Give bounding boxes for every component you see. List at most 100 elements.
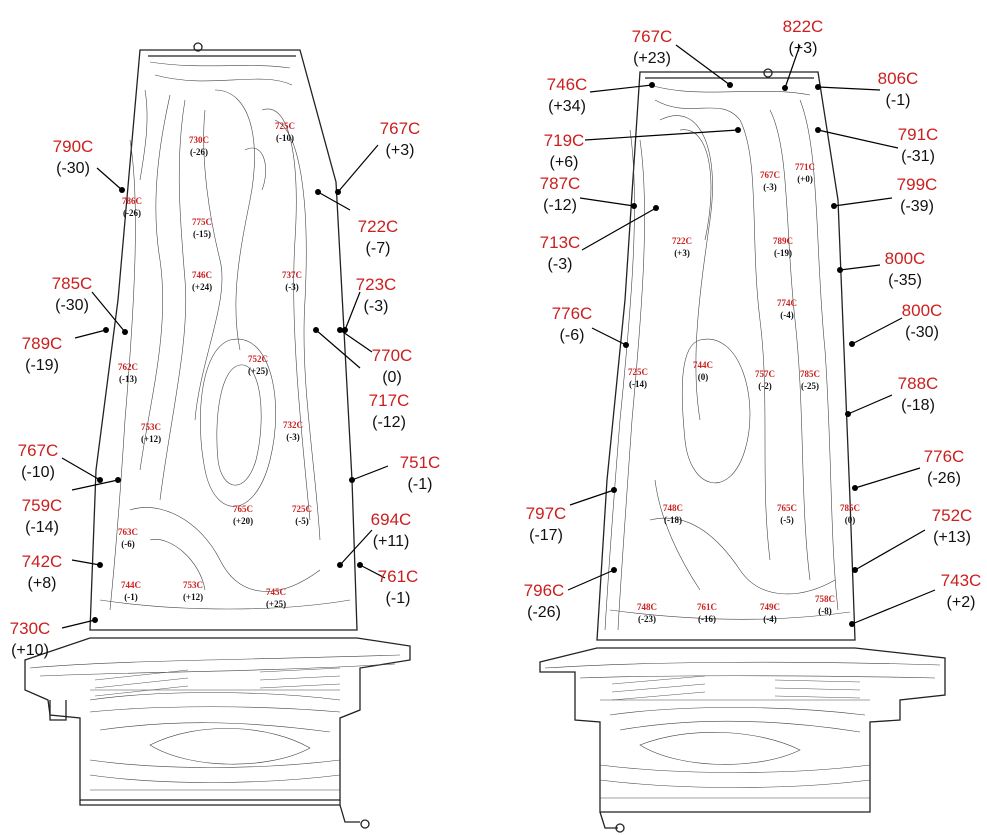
leader-line — [71, 479, 119, 491]
leader-line — [569, 489, 615, 506]
leader-line — [589, 84, 653, 93]
measurement-point — [849, 621, 855, 627]
right-blade-callout-delta: (-30) — [905, 324, 939, 341]
right-blade-inner-delta: (0) — [698, 372, 709, 382]
left-blade-inner-delta: (-10) — [276, 133, 294, 143]
right-blade-callout-temp: 776C — [924, 447, 965, 466]
right-blade-callout-delta: (+6) — [550, 154, 579, 171]
right-blade-inner-delta: (-19) — [774, 248, 792, 258]
right-blade-callout-delta: (+13) — [933, 529, 971, 546]
left-blade-callout-temp: 767C — [380, 119, 421, 138]
left-blade-inner-temp: 725C — [292, 504, 312, 514]
right-blade-drawing — [539, 68, 946, 833]
left-blade-callout-delta: (+8) — [28, 575, 57, 592]
measurement-point — [849, 341, 855, 347]
leader-line — [315, 329, 361, 369]
leader-line — [584, 129, 739, 141]
right-blade-callout-temp: 822C — [783, 17, 824, 36]
left-blade-inner-delta: (-15) — [193, 229, 211, 239]
left-blade-inner-delta: (-26) — [190, 147, 208, 157]
left-blade-callout-temp: 742C — [22, 552, 63, 571]
measurement-point — [119, 187, 125, 193]
leader-line — [74, 329, 107, 339]
right-blade-inner-temp: 785C — [840, 503, 860, 513]
leader-line — [817, 86, 881, 91]
right-blade-callout-temp: 746C — [547, 75, 588, 94]
right-blade-callout-delta: (-26) — [927, 470, 961, 487]
left-blade-callout-temp: 717C — [369, 391, 410, 410]
right-blade-inner-temp: 722C — [672, 236, 692, 246]
right-blade-callout-delta: (-12) — [543, 197, 577, 214]
measurement-point — [837, 267, 843, 273]
measurement-point — [92, 617, 98, 623]
right-blade-callout-temp: 776C — [552, 304, 593, 323]
right-blade-callout-temp: 797C — [526, 504, 567, 523]
left-blade-inner-delta: (-26) — [123, 208, 141, 218]
leader-line — [854, 529, 926, 571]
leader-line — [71, 559, 101, 566]
left-blade-inner-temp: 732C — [283, 420, 303, 430]
leader-line — [337, 144, 379, 193]
left-blade-callout-temp: 722C — [358, 217, 399, 236]
right-blade-inner-delta: (-23) — [638, 614, 656, 624]
left-blade-callout-delta: (-10) — [21, 464, 55, 481]
right-blade-callout-temp: 752C — [932, 506, 973, 525]
measurement-point — [103, 327, 109, 333]
right-blade-inner-temp: 748C — [637, 602, 657, 612]
measurement-point — [357, 562, 363, 568]
measurement-point — [611, 487, 617, 493]
right-blade-callout-delta: (-17) — [529, 527, 563, 544]
measurement-point — [315, 189, 321, 195]
right-blade-callout-temp: 743C — [941, 571, 982, 590]
left-blade-inner-temp: 753C — [183, 580, 203, 590]
left-blade-callout-temp: 767C — [18, 441, 59, 460]
right-blade-callout-delta: (-1) — [886, 92, 911, 109]
measurement-point — [845, 411, 851, 417]
leader-line — [96, 167, 123, 191]
right-blade-callout-delta: (-35) — [888, 272, 922, 289]
left-blade-inner-delta: (-5) — [295, 516, 309, 526]
right-blade-callout-temp: 767C — [632, 27, 673, 46]
measurement-point — [631, 203, 637, 209]
leader-line — [851, 317, 903, 345]
left-blade-callout-temp: 785C — [52, 274, 93, 293]
left-airfoil-outline — [89, 49, 358, 631]
right-blade-callout-delta: (-18) — [901, 397, 935, 414]
measurement-point — [115, 477, 121, 483]
left-blade-callout-delta: (+11) — [373, 533, 410, 550]
right-blade-inner-temp: 757C — [755, 369, 775, 379]
leader-line — [339, 329, 373, 353]
left-blade-callout-delta: (0) — [382, 369, 402, 386]
right-blade-callout-delta: (+2) — [947, 594, 976, 611]
left-blade-callout-delta: (-30) — [56, 160, 90, 177]
leader-line — [833, 197, 893, 207]
right-blade-callout-temp: 719C — [544, 131, 585, 150]
left-blade-inner-delta: (+24) — [192, 282, 212, 292]
measurement-point — [122, 329, 128, 335]
right-blade-callout-delta: (-3) — [548, 256, 573, 273]
measurement-point — [337, 562, 343, 568]
right-blade-callout-temp: 800C — [902, 301, 943, 320]
left-blade-callout-delta: (+3) — [386, 142, 415, 159]
left-blade-callout-temp: 730C — [10, 619, 51, 638]
right-blade-callout-delta: (-31) — [901, 148, 935, 165]
leader-line — [839, 264, 881, 271]
left-blade-callout-temp: 694C — [371, 510, 412, 529]
left-blade-callout-temp: 751C — [400, 453, 441, 472]
measurement-point — [313, 327, 319, 333]
measurement-point — [623, 342, 629, 348]
leader-line — [61, 457, 101, 481]
right-blade-callout-delta: (-39) — [900, 198, 934, 215]
measurement-point — [97, 562, 103, 568]
measurement-point — [852, 485, 858, 491]
left-blade-inner-temp: 786C — [122, 196, 142, 206]
right-blade-inner-temp: 789C — [773, 236, 793, 246]
measurement-point — [649, 82, 655, 88]
right-blade-inner-temp: 767C — [760, 170, 780, 180]
left-blade-inner-delta: (+25) — [248, 366, 268, 376]
left-blade-inner-temp: 763C — [118, 527, 138, 537]
leader-line — [851, 589, 936, 625]
leader-line — [591, 327, 627, 346]
right-blade-inner-temp: 744C — [693, 360, 713, 370]
